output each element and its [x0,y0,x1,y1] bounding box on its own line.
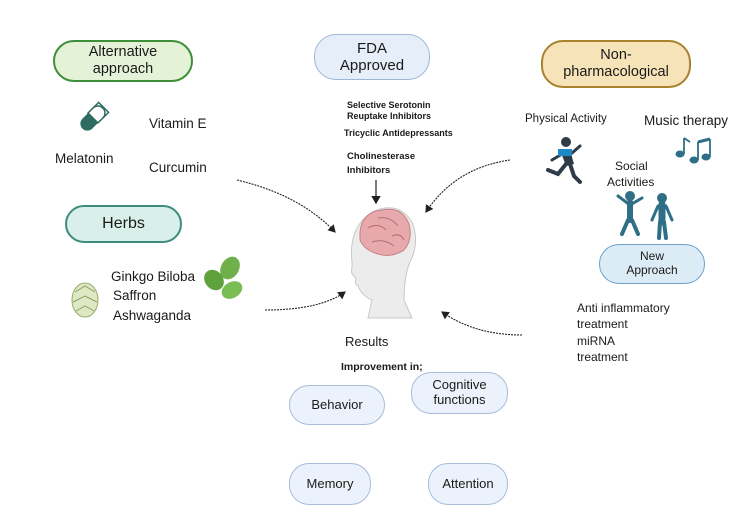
social-people-icon [616,191,674,240]
capsule-icon [80,101,110,131]
herb-flower-icon [71,282,99,318]
social-label-line2: Activities [607,175,655,189]
alternative-approach-label: Alternative approach [88,44,158,77]
ginkgo-label: Ginkgo Biloba [111,269,196,284]
new-approach-box: New Approach [599,244,705,284]
arrow-newapproach-to-brain [441,311,523,336]
cholinesterase-label-line2: Inhibitors [347,165,391,176]
vitamin-e-label: Vitamin E [149,116,207,131]
results-subtitle: Improvement in; [341,361,423,373]
ashwaganda-label: Ashwaganda [113,308,192,323]
arrow-alternative-to-brain [236,179,336,233]
cognitive-label-line1: Cognitive [432,377,487,393]
mint-leaf-icon [204,256,243,299]
arrow-nonpharm-to-brain [425,159,511,213]
memory-box: Memory [289,463,371,505]
alternative-approach-box: Alternative approach [53,40,193,82]
cognitive-functions-text: Cognitive functions [432,377,487,408]
attention-label: Attention [442,475,494,491]
new-approach-label: New Approach [626,249,678,277]
attention-box: Attention [428,463,508,505]
curcumin-label: Curcumin [149,160,207,175]
cognitive-functions-box: Cognitive functions [411,372,508,414]
fda-approved-label: FDA Approved [339,39,405,74]
results-title: Results [345,334,389,349]
non-pharmacological-box: Non-pharmacological [541,40,691,88]
herbs-box: Herbs [65,205,182,243]
anti-inflammatory-label-line1: Anti inflammatory [577,301,670,315]
cholinesterase-label-line1: Cholinesterase [347,151,416,162]
tca-label: Tricyclic Antidepressants [344,128,453,138]
ssri-label-line1: Selective Serotonin [347,100,431,110]
herbs-label: Herbs [102,214,145,232]
music-notes-icon [675,137,711,164]
head-brain-illustration [350,207,416,319]
mirna-label-line2: treatment [577,350,628,364]
physical-activity-label: Physical Activity [525,113,607,125]
social-label-line1: Social [615,159,648,173]
behavior-label: Behavior [311,396,363,412]
fda-approved-box: FDA Approved [314,34,430,80]
runner-icon [546,137,582,184]
melatonin-label: Melatonin [55,151,114,166]
behavior-box: Behavior [289,385,385,425]
mirna-label-line1: miRNA [577,334,615,348]
cognitive-label-line2: functions [433,392,486,407]
non-pharmacological-label: Non-pharmacological [563,47,669,80]
saffron-label: Saffron [113,288,157,303]
music-therapy-label: Music therapy [644,113,729,128]
arrow-herbs-to-brain [264,291,346,311]
ssri-label-line2: Reuptake Inhibitors [347,111,432,121]
memory-label: Memory [306,475,354,491]
anti-inflammatory-label-line2: treatment [577,317,628,331]
